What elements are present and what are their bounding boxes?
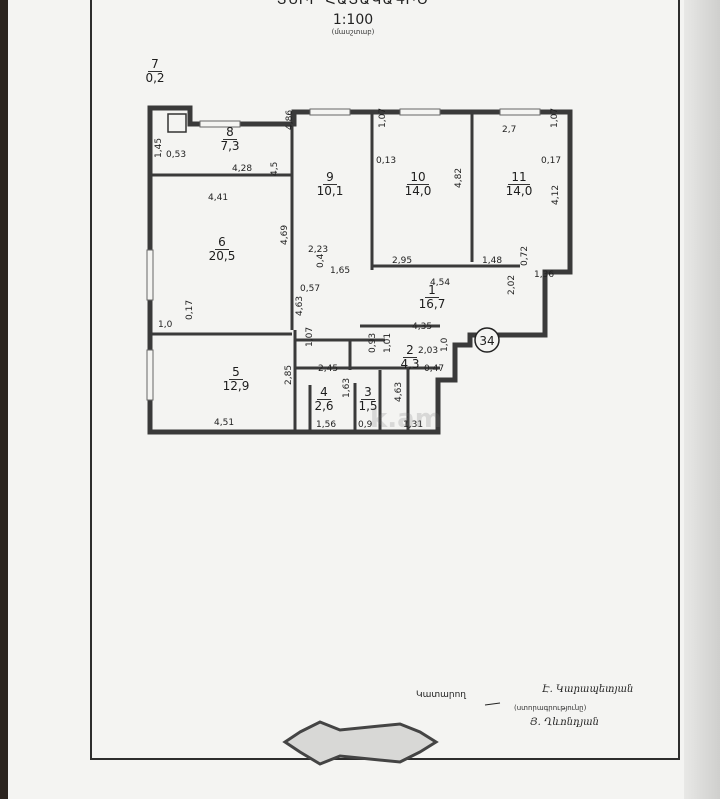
dimension-label: 4,28 xyxy=(232,164,253,174)
room-area: 20,5 xyxy=(208,249,236,263)
room-number: 6 xyxy=(215,236,229,250)
dimension-label: 1,63 xyxy=(342,377,352,398)
performer-label: Կատարող xyxy=(416,690,467,700)
dimension-label: 2,23 xyxy=(308,245,329,255)
dimension-label: 2,85 xyxy=(284,364,294,385)
dimension-label: 1,07 xyxy=(378,107,388,128)
scale-label: 1:100 xyxy=(332,12,374,28)
dimension-label: 0,93 xyxy=(368,332,378,353)
dimension-label: 0,72 xyxy=(520,245,530,266)
room-area: 7,3 xyxy=(220,139,240,153)
inner-walls xyxy=(150,112,520,432)
dimension-label: 1,07 xyxy=(550,107,560,128)
dimension-label: 4,12 xyxy=(551,184,561,205)
dimension-label: 2,03 xyxy=(418,346,439,356)
dimension-label: 2,7 xyxy=(502,125,517,135)
performer-signature: Է. Կարապետյան xyxy=(542,684,634,695)
dimension-label: 4,51 xyxy=(214,418,235,428)
room-area: 16,7 xyxy=(418,297,446,311)
dimension-label: 0,9 xyxy=(358,420,373,430)
room-number: 2 xyxy=(403,344,417,358)
dimension-label: 1,0 xyxy=(158,320,173,330)
apartment-number-badge xyxy=(474,327,500,353)
watermark: k.am xyxy=(370,404,442,434)
dimension-label: 0,4 xyxy=(316,253,326,268)
room-number: 7 xyxy=(148,58,162,72)
dimension-label: 0,17 xyxy=(185,299,195,320)
dimension-label: 1,36 xyxy=(534,270,555,280)
room-area: 1,5 xyxy=(358,399,378,413)
dimension-label: 0,57 xyxy=(300,284,321,294)
dimension-label: 4,54 xyxy=(430,278,451,288)
room-area: 12,9 xyxy=(222,379,250,393)
dimension-label: 1,48 xyxy=(482,256,503,266)
dimension-label: 2,02 xyxy=(507,274,517,295)
dimension-label: 0,47 xyxy=(424,364,445,374)
dimension-label: 2,45 xyxy=(318,364,339,374)
dimension-label: 1,01 xyxy=(383,332,393,353)
room-area: 2,6 xyxy=(314,399,334,413)
signature-caption: (ստորագրությունը) xyxy=(514,704,587,712)
room-number: 9 xyxy=(323,171,337,185)
apartment-number: 34 xyxy=(479,334,494,348)
stamp-cartouche xyxy=(282,720,439,766)
dimension-label: 1,56 xyxy=(316,420,337,430)
dimension-label: 1,65 xyxy=(330,266,351,276)
room-number: 5 xyxy=(229,366,243,380)
dimension-label: 4,63 xyxy=(295,295,305,316)
document-sheet: ՏՆԻՐ ՀԱՏԱԿԱԳԻԾ 1:100 (մասշտաբ) xyxy=(8,0,698,799)
checker-signature: Յ. Ղևոնդյան xyxy=(530,717,599,728)
dimension-label: 0,53 xyxy=(166,150,187,160)
room-area: 14,0 xyxy=(505,184,533,198)
dimension-label: 0,17 xyxy=(541,156,562,166)
scale-caption: (մասշտաբ) xyxy=(331,28,375,36)
room-number: 1 xyxy=(425,284,439,298)
dimension-label: 2,95 xyxy=(392,256,413,266)
dimension-label: 1,45 xyxy=(154,137,164,158)
room-number: 8 xyxy=(223,126,237,140)
dimension-label: 4,5 xyxy=(270,161,280,176)
room-number: 11 xyxy=(508,171,530,185)
room-area: 10,1 xyxy=(316,184,344,198)
room-area: 14,0 xyxy=(404,184,432,198)
page-title: ՏՆԻՐ ՀԱՏԱԿԱԳԻԾ xyxy=(276,0,430,8)
dimension-label: 4,41 xyxy=(208,193,229,203)
outer-walls xyxy=(147,105,573,435)
room-number: 4 xyxy=(317,386,331,400)
room-number: 10 xyxy=(407,171,429,185)
dimension-label: 4,69 xyxy=(280,224,290,245)
page-edge xyxy=(684,0,720,799)
dimension-label: 4,82 xyxy=(454,167,464,188)
dimension-label: 1,0 xyxy=(440,337,450,352)
dimension-label: 1,07 xyxy=(305,326,315,347)
dimension-label: 4,86 xyxy=(285,109,295,130)
windows xyxy=(146,108,541,401)
room-number: 3 xyxy=(361,386,375,400)
dimension-label: 0,13 xyxy=(376,156,397,166)
dimension-label: 4,63 xyxy=(394,381,404,402)
signature-line xyxy=(484,702,501,706)
room-area: 4,3 xyxy=(400,357,420,371)
room-7-shaft xyxy=(167,113,187,133)
room-area: 0,2 xyxy=(145,71,165,85)
dimension-label: 1,31 xyxy=(403,420,424,430)
dimension-label: 4,35 xyxy=(412,322,433,332)
